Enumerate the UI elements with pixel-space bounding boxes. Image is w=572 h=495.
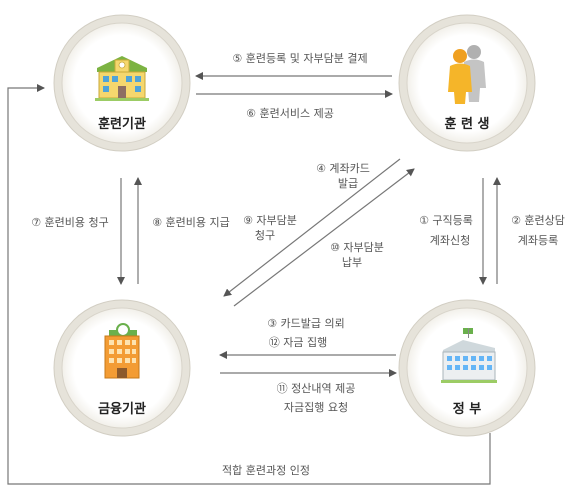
label-e6: ⑥ 훈련서비스 제공 xyxy=(246,107,334,120)
label-e2b: 계좌등록 xyxy=(518,234,558,247)
node-trainee: 훈 련 생 xyxy=(398,14,536,152)
label-e5: ⑤ 훈련등록 및 자부담분 결제 xyxy=(232,52,367,65)
label-e9a: ⑨ 자부담분 xyxy=(243,214,297,227)
node-government: 정 부 xyxy=(398,299,536,437)
node-title-financial-institution: 금융기관 xyxy=(98,401,146,417)
label-e4a: ④ 계좌카드 xyxy=(316,162,370,175)
node-training-institution: 훈련기관 xyxy=(53,14,191,152)
label-e11a: ⑪ 정산내역 제공 xyxy=(277,382,356,395)
label-e9b: 청구 xyxy=(255,229,275,242)
arrow-self-pay xyxy=(233,168,415,307)
label-e11b: 자금집행 요청 xyxy=(284,401,348,414)
government-building-icon xyxy=(441,328,497,383)
label-e12: ⑫ 자금 집행 xyxy=(269,336,327,349)
school-building-icon xyxy=(95,56,149,101)
label-e7: ⑦ 훈련비용 청구 xyxy=(31,216,109,229)
people-icon xyxy=(448,45,486,104)
arrow-card-issue xyxy=(223,158,401,297)
label-e4b: 발급 xyxy=(338,177,358,190)
node-title-trainee: 훈 련 생 xyxy=(445,116,490,132)
arrow-course-approval xyxy=(7,84,491,485)
label-e10a: ⑩ 자부담분 xyxy=(330,241,384,254)
node-title-training-institution: 훈련기관 xyxy=(98,116,146,132)
label-e1a: ① 구직등록 xyxy=(419,214,473,227)
label-e2a: ② 훈련상담 xyxy=(511,214,565,227)
label-bottom: 적합 훈련과정 인정 xyxy=(222,464,310,477)
label-e3: ③ 카드발급 의뢰 xyxy=(267,317,345,330)
node-title-government: 정 부 xyxy=(453,401,481,417)
label-e1b: 계좌신청 xyxy=(430,234,470,247)
bank-building-icon xyxy=(104,323,140,379)
node-financial-institution: 금융기관 xyxy=(53,299,191,437)
label-e8: ⑧ 훈련비용 지급 xyxy=(152,216,230,229)
label-e10b: 납부 xyxy=(342,256,362,269)
